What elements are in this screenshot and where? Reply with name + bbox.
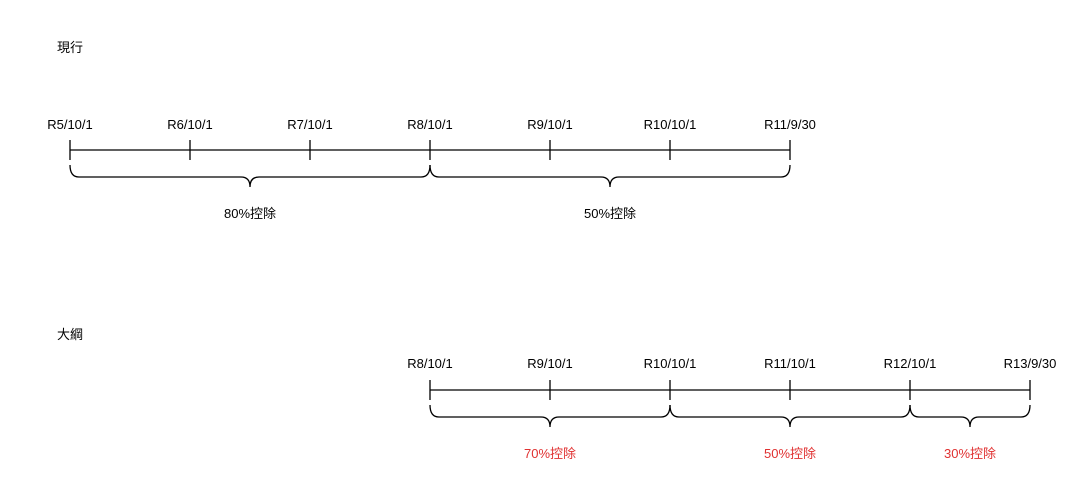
date-label: R10/10/1	[643, 117, 697, 132]
current-axis-group	[69, 140, 791, 188]
segment-label-70pct: 70%控除	[523, 446, 577, 461]
timeline-title-current: 現行	[57, 40, 84, 55]
date-label: R8/10/1	[407, 356, 453, 371]
date-label: R11/10/1	[764, 356, 816, 371]
timeline-title-proposed: 大綱	[57, 327, 84, 342]
date-label: R10/10/1	[643, 356, 697, 371]
date-label: R9/10/1	[527, 356, 573, 371]
brace-50pct-current	[429, 164, 791, 188]
brace-50pct-proposed	[669, 404, 911, 428]
date-label: R7/10/1	[287, 117, 333, 132]
tick-marks	[69, 140, 791, 160]
date-label: R9/10/1	[527, 117, 573, 132]
segment-label-50pct: 50%控除	[763, 446, 817, 461]
segment-label-50pct: 50%控除	[583, 206, 637, 221]
date-label: R12/10/1	[883, 356, 937, 371]
brace-80pct	[69, 164, 431, 188]
brace-70pct	[429, 404, 671, 428]
tick-marks	[429, 380, 1031, 400]
date-label: R11/9/30	[764, 117, 816, 132]
date-label: R5/10/1	[47, 117, 93, 132]
date-label: R8/10/1	[407, 117, 453, 132]
brace-30pct	[909, 404, 1031, 428]
proposed-axis-group	[429, 380, 1031, 428]
date-label: R13/9/30	[1003, 356, 1057, 371]
segment-label-80pct: 80%控除	[223, 206, 277, 221]
segment-label-30pct: 30%控除	[943, 446, 997, 461]
date-label: R6/10/1	[167, 117, 213, 132]
